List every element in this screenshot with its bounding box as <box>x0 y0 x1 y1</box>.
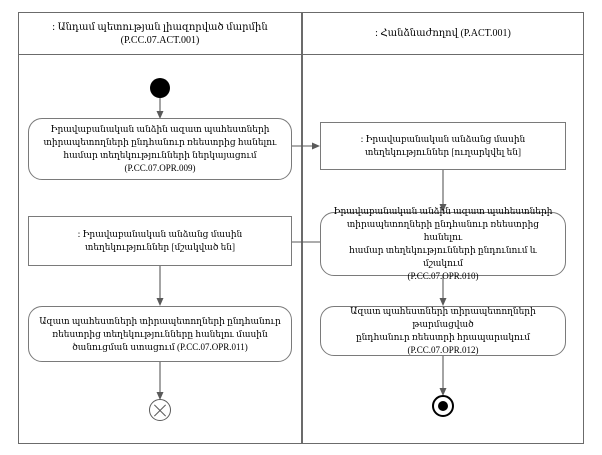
object-node-information-processed-line2: տեղեկություններ [մշակված են] <box>85 242 235 252</box>
action-node-submit-information-line3: համար տեղեկությունների ներկայացում <box>63 150 257 160</box>
action-node-receive-notification-line1: Ազատ պահեստների տիրապետողների ընդհանուր <box>39 315 281 326</box>
action-node-publish-registry[interactable]: Ազատ պահեստների տիրապետողների թարմացված … <box>320 306 566 356</box>
swimlane-right-header-line1: : Հանձնաժողով (P.ACT.001) <box>375 28 511 39</box>
action-node-receive-and-process-line4: (P.CC.07.OPR.010) <box>407 271 479 281</box>
swimlane-left-header-line2: (P.CC.07.ACT.001) <box>120 34 200 46</box>
object-node-information-sent[interactable]: : Իրավաբանական անձանց մասին տեղեկություն… <box>320 122 566 170</box>
object-node-information-sent-line2: տեղեկություններ [ուղարկվել են] <box>364 147 522 157</box>
swimlane-right-header: : Հանձնաժողով (P.ACT.001) <box>303 13 583 55</box>
action-node-receive-and-process-line2: տիրապետողների ընդհանուր ռեեստրից հանելու <box>346 219 540 242</box>
action-node-receive-notification-line3: ծանուցման ստացում (P.CC.07.OPR.011) <box>72 341 248 352</box>
action-node-submit-information-line4: (P.CC.07.OPR.009) <box>124 163 196 173</box>
action-node-receive-and-process-line3: համար տեղեկությունների ընդունում և մշակո… <box>349 245 537 268</box>
object-node-information-processed[interactable]: : Իրավաբանական անձանց մասին տեղեկություն… <box>28 216 292 266</box>
flow-final-node <box>149 399 171 421</box>
action-node-receive-notification-line2: ռեեստրից տեղեկությունները հանելու մասին <box>52 328 268 339</box>
action-node-submit-information-line1: Իրավաբանական անձին ազատ պահեստների <box>50 124 270 134</box>
action-node-publish-registry-line2: ընդհանուր ռեեստրի հրապարակում (P.CC.07.O… <box>355 332 531 355</box>
action-node-receive-notification[interactable]: Ազատ պահեստների տիրապետողների ընդհանուր … <box>28 306 292 362</box>
initial-node <box>150 78 170 98</box>
action-node-receive-and-process-line1: Իրավաբանական անձին ազատ պահեստների <box>333 206 553 216</box>
activity-final-node <box>432 395 454 417</box>
action-node-publish-registry-line1: Ազատ պահեստների տիրապետողների թարմացված <box>350 306 536 329</box>
action-node-submit-information-line2: տիրապետողների ընդհանուր ռեեստրից հանելու <box>43 137 277 147</box>
object-node-information-processed-line1: : Իրավաբանական անձանց մասին <box>77 229 243 239</box>
swimlane-left-header: : Անդամ պետության լիազորված մարմին (P.CC… <box>19 13 301 55</box>
object-node-information-sent-line1: : Իրավաբանական անձանց մասին <box>360 134 526 144</box>
action-node-receive-and-process[interactable]: Իրավաբանական անձին ազատ պահեստների տիրապ… <box>320 206 566 281</box>
action-node-submit-information[interactable]: Իրավաբանական անձին ազատ պահեստների տիրապ… <box>28 118 292 180</box>
swimlane-left-header-line1: : Անդամ պետության լիազորված մարմին <box>52 21 268 33</box>
